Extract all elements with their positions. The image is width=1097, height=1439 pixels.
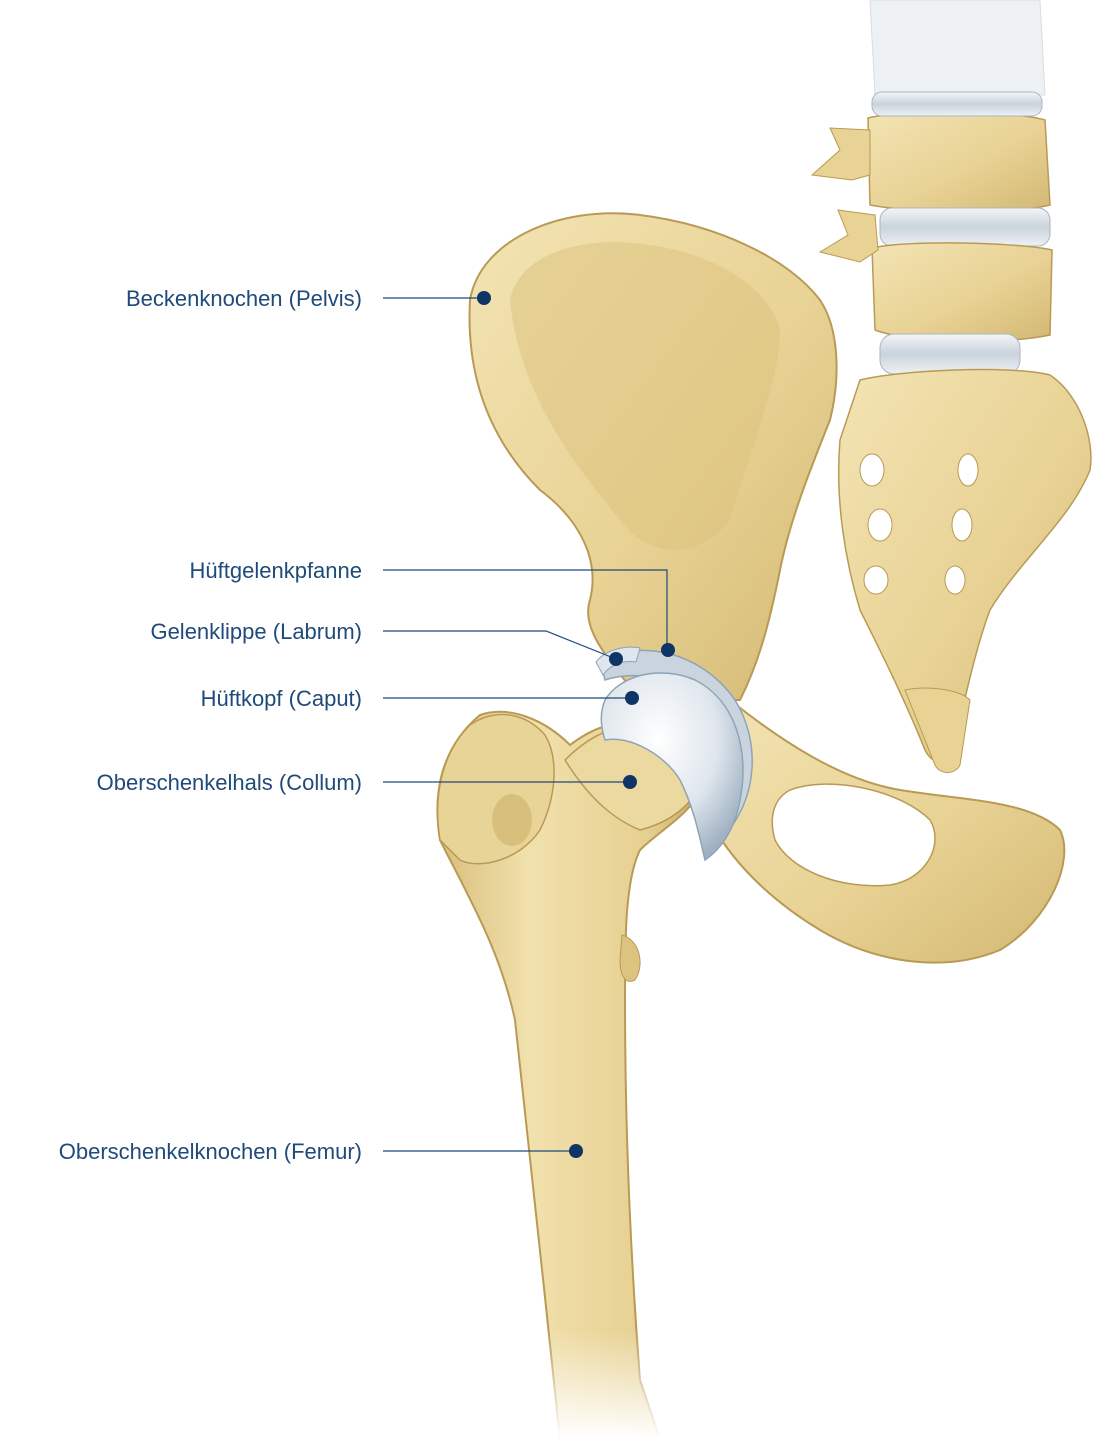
sacral-foramen: [864, 566, 888, 594]
label-caput: Hüftkopf (Caput): [201, 686, 362, 711]
label-femur: Oberschenkelknochen (Femur): [59, 1139, 362, 1164]
label-acetabulum: Hüftgelenkpfanne: [190, 558, 362, 583]
label-pelvis: Beckenknochen (Pelvis): [126, 286, 362, 311]
marker-dot-pelvis: [477, 291, 491, 305]
trochanter-fossa: [492, 794, 532, 846]
disc-1: [872, 92, 1042, 116]
vertebra-1: [868, 112, 1050, 211]
lumbar-spine: [812, 0, 1052, 374]
labels: Beckenknochen (Pelvis) Hüftgelenkpfanne …: [59, 286, 362, 1164]
sacrum: [839, 370, 1091, 773]
sacral-foramen: [860, 454, 884, 486]
marker-dot-caput: [625, 691, 639, 705]
sacral-foramen: [945, 566, 965, 594]
label-labrum: Gelenklippe (Labrum): [150, 619, 362, 644]
coccyx: [905, 688, 970, 772]
lesser-trochanter: [620, 935, 640, 981]
femur-bone: [437, 673, 743, 1439]
shaft-fade: [480, 1330, 740, 1439]
marker-dot-femur: [569, 1144, 583, 1158]
sacral-foramen: [958, 454, 978, 486]
disc-3: [880, 334, 1020, 374]
sacral-foramen: [868, 509, 892, 541]
marker-dot-collum: [623, 775, 637, 789]
marker-dot-acetabulum: [661, 643, 675, 657]
marker-dot-labrum: [609, 652, 623, 666]
disc-2: [880, 208, 1050, 246]
spinal-column-top: [870, 0, 1045, 95]
leader-line-labrum: [383, 631, 616, 659]
sacral-foramen: [952, 509, 972, 541]
vertebra-2: [872, 243, 1052, 341]
label-collum: Oberschenkelhals (Collum): [97, 770, 362, 795]
vertebra-2-process: [820, 210, 878, 262]
vertebra-1-process: [812, 128, 870, 180]
